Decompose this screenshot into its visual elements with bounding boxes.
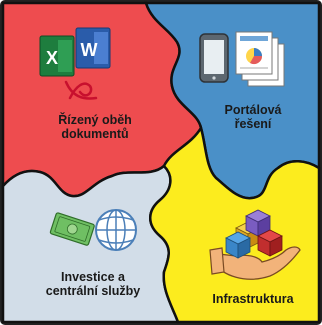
piece-invest xyxy=(1,164,180,324)
label-invest-line-1: Investice a xyxy=(61,270,125,284)
label-portal: Portálová řešení xyxy=(208,103,298,131)
hand-cubes-icon xyxy=(209,209,301,280)
globe-icon xyxy=(95,209,137,251)
excel-icon: X xyxy=(39,35,75,77)
money-icon xyxy=(49,212,95,246)
label-doc-line-2: dokumentů xyxy=(61,127,129,141)
label-portal-line-1: Portálová xyxy=(224,103,282,117)
pdf-icon xyxy=(64,80,98,100)
piece-infra xyxy=(149,124,321,324)
report-pages-icon xyxy=(235,31,285,87)
label-portal-line-2: řešení xyxy=(234,117,272,131)
svg-text:X: X xyxy=(46,48,58,68)
label-doc-line-1: Řízený oběh xyxy=(58,113,132,127)
label-infra: Infrastruktura xyxy=(198,292,308,306)
label-doc: Řízený oběh dokumentů xyxy=(40,113,150,141)
word-icon: W xyxy=(75,27,111,69)
tablet-icon xyxy=(199,33,229,83)
label-invest: Investice a centrální služby xyxy=(28,270,158,298)
label-infra-line-1: Infrastruktura xyxy=(212,292,294,306)
label-invest-line-2: centrální služby xyxy=(45,284,141,298)
svg-text:W: W xyxy=(81,40,98,60)
